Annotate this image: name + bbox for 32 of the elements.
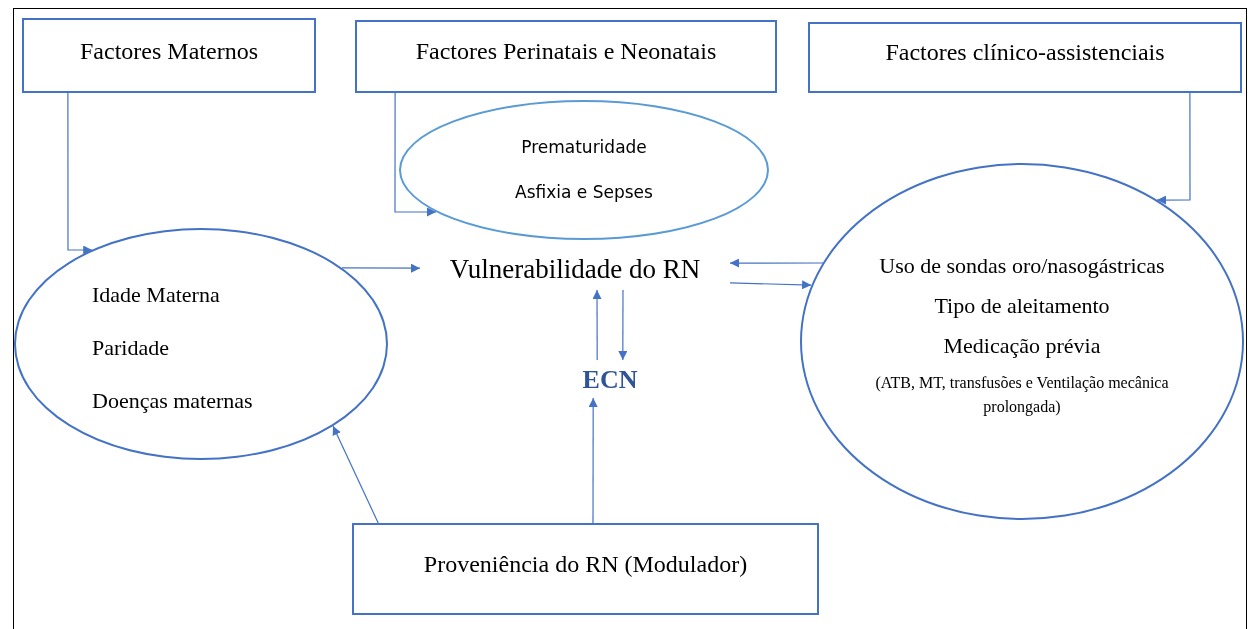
node-text: Asfixia e Sepses: [515, 181, 653, 204]
factor-box: [22, 18, 316, 93]
node-text: Vulnerabilidade do RN: [449, 252, 701, 286]
node-text: Factores clínico-assistenciais: [885, 37, 1165, 67]
node-text: Tipo de aleitamento: [934, 291, 1110, 320]
node-text: Factores Maternos: [80, 36, 258, 66]
node-text: Prematuridade: [521, 135, 647, 159]
arrow: [729, 258, 824, 268]
arrow: [332, 425, 379, 524]
arrow: [1156, 92, 1191, 205]
disease-label: ECN: [582, 363, 638, 396]
node-text: Proveniência do RN (Modulador): [423, 550, 748, 579]
factor-ellipse: [399, 100, 769, 240]
arrow: [67, 92, 93, 255]
arrow: [618, 289, 628, 361]
node-text: (ATB, MT, transfusões e Ventilação mecânica prolongada): [874, 372, 1170, 418]
arrow: [592, 289, 602, 361]
factor-circle: [14, 228, 388, 460]
node-text: Factores Perinatais e Neonatais: [415, 36, 717, 66]
factor-box: [808, 22, 1242, 93]
arrow: [341, 263, 421, 273]
node-text: Paridade: [92, 333, 169, 362]
arrow: [394, 92, 437, 217]
factor-box: [355, 20, 777, 93]
factor-box: [352, 523, 819, 615]
factor-circle: [800, 163, 1244, 520]
node-text: Idade Materna: [92, 280, 220, 309]
arrow: [729, 280, 812, 290]
node-text: Medicação prévia: [943, 331, 1101, 360]
arrow: [588, 397, 598, 524]
node-text: Doenças maternas: [92, 386, 253, 415]
node-text: Uso de sondas oro/nasogástricas: [879, 251, 1165, 280]
